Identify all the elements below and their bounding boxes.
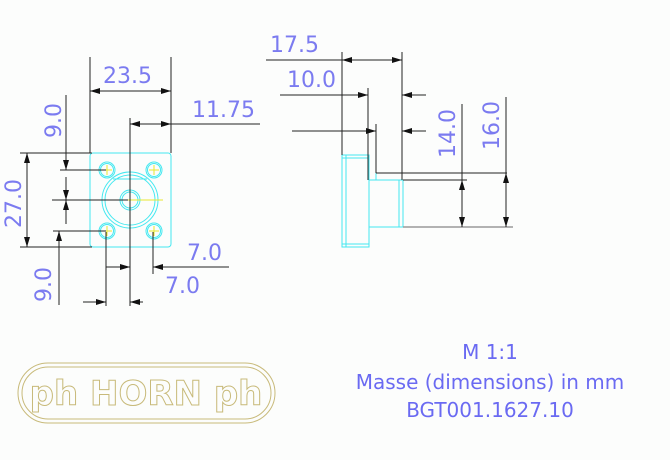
horn-logo: ph HORN ph (17, 362, 276, 424)
dim-width: 23.5 (103, 64, 152, 89)
dim-step-height: 16.0 (480, 101, 505, 150)
dim-total-depth: 17.5 (270, 33, 319, 58)
dim-flange-depth: 10.0 (287, 68, 336, 93)
dim-hole-right: 7.0 (187, 241, 222, 266)
side-view: 17.5 10.0 14.0 16.0 (266, 33, 513, 248)
front-view: 23.5 11.75 9.0 27.0 9.0 7.0 7.0 (2, 57, 260, 306)
dim-hole-left: 7.0 (165, 274, 200, 299)
svg-text:ph HORN ph: ph HORN ph (30, 374, 263, 414)
drawing-number: BGT001.1627.10 (406, 398, 574, 422)
scale-label: M 1:1 (462, 340, 518, 364)
units-note: Masse (dimensions) in mm (356, 370, 625, 394)
dim-hole-top: 9.0 (42, 103, 67, 138)
dim-half-width: 11.75 (192, 98, 255, 123)
dim-height: 27.0 (2, 179, 27, 228)
dim-hole-bottom: 9.0 (32, 267, 57, 302)
mounting-holes (98, 161, 163, 240)
dim-body-height: 14.0 (436, 109, 461, 158)
flange-side (341, 154, 370, 248)
